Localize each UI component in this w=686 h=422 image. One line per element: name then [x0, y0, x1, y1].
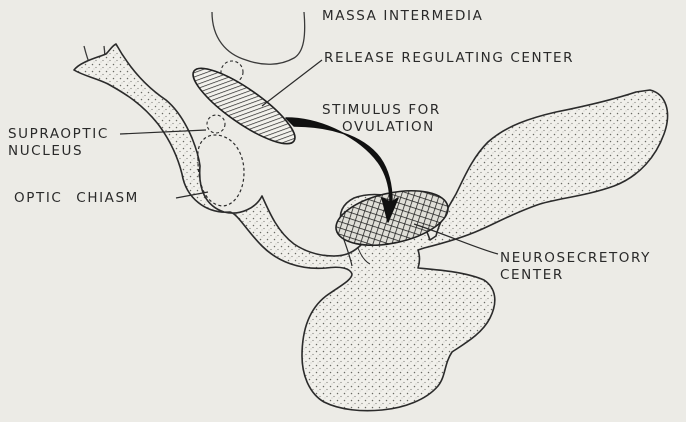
stimulus-for-ovulation-label: STIMULUS FOR OVULATION [322, 102, 441, 136]
massa-intermedia-label: MASSA INTERMEDIA [322, 8, 483, 25]
supraoptic-nucleus-label: SUPRAOPTIC NUCLEUS [8, 126, 109, 160]
release-regulating-center-label: RELEASE REGULATING CENTER [324, 50, 574, 67]
optic-chiasm-label: OPTIC CHIASM [14, 190, 139, 207]
neurosecretory-center-label: NEUROSECRETORY CENTER [500, 250, 651, 284]
massa-intermedia-outline [212, 12, 305, 64]
release-regulating-leader [262, 60, 322, 106]
supraoptic-nucleus-outline [207, 115, 225, 133]
release-regulating-center [184, 57, 303, 155]
